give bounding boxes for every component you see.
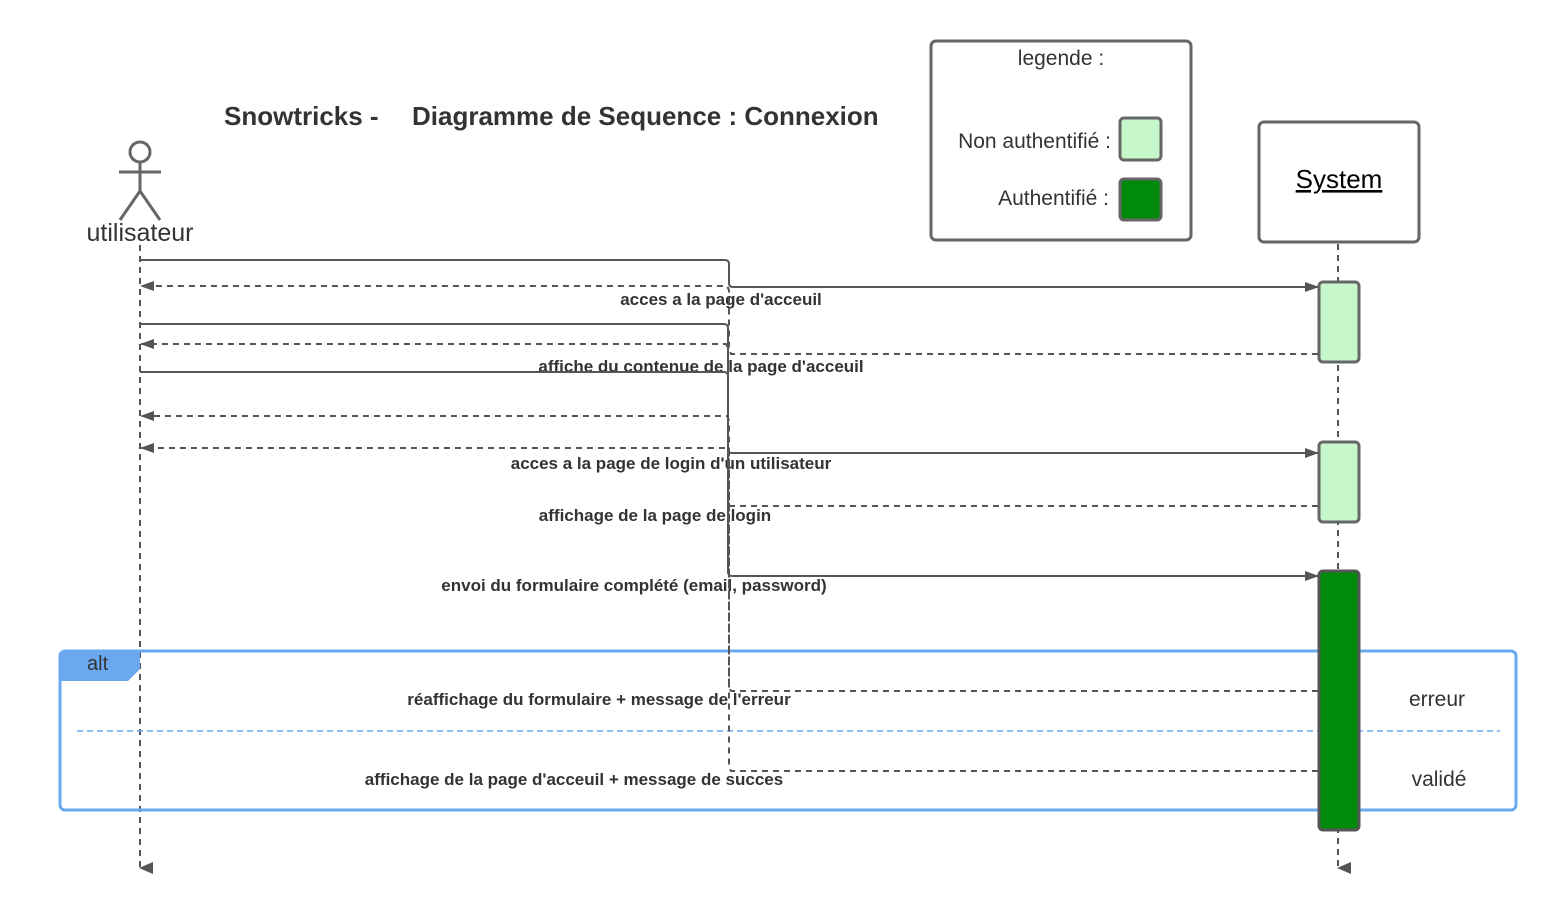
alt-fragment-tab [60,651,140,681]
legend-swatch-not-authenticated [1118,116,1163,162]
activation-bar [1317,280,1361,364]
stick-figure-icon [118,140,162,221]
message-arrow [140,259,1319,292]
activation-bar [1317,440,1361,524]
guard-erreur: erreur [1409,688,1465,711]
message-label: affiche du contenue de la page d'acceuil [538,357,863,376]
legend: legende : Non authentifié : Authentifié … [929,39,1193,242]
diagram-title: Diagramme de Sequence : Connexion [412,101,879,131]
legend-label-authenticated: Authentifié : [998,187,1109,210]
participant-system: System [1257,120,1421,244]
diagram-title-prefix: Snowtricks - [224,101,379,131]
return-arrow [140,281,1318,355]
legend-label-not-authenticated: Non authentifié : [958,130,1111,153]
message-label: acces a la page d'acceuil [620,290,822,309]
message-label: acces a la page de login d'un utilisateu… [511,454,832,473]
legend-swatch-authenticated [1118,177,1163,222]
activation-bar [1317,569,1361,832]
message-label: envoi du formulaire complété (email, pas… [441,576,826,595]
participant-label: System [1296,164,1383,194]
return-arrow [140,339,1318,507]
alt-fragment: alt erreur validé [58,649,1518,812]
actor-label: utilisateur [87,219,194,247]
return-arrow [140,443,1318,772]
return-arrow [140,411,1318,692]
message-label: affichage de la page d'acceuil + message… [365,770,783,789]
message-label: affichage de la page de login [539,506,771,525]
alt-operator-label: alt [87,653,109,675]
legend-title: legende : [1018,47,1104,70]
actor-utilisateur: utilisateur [87,140,194,247]
guard-valide: validé [1412,768,1467,791]
message-label: réaffichage du formulaire + message de l… [407,690,791,709]
